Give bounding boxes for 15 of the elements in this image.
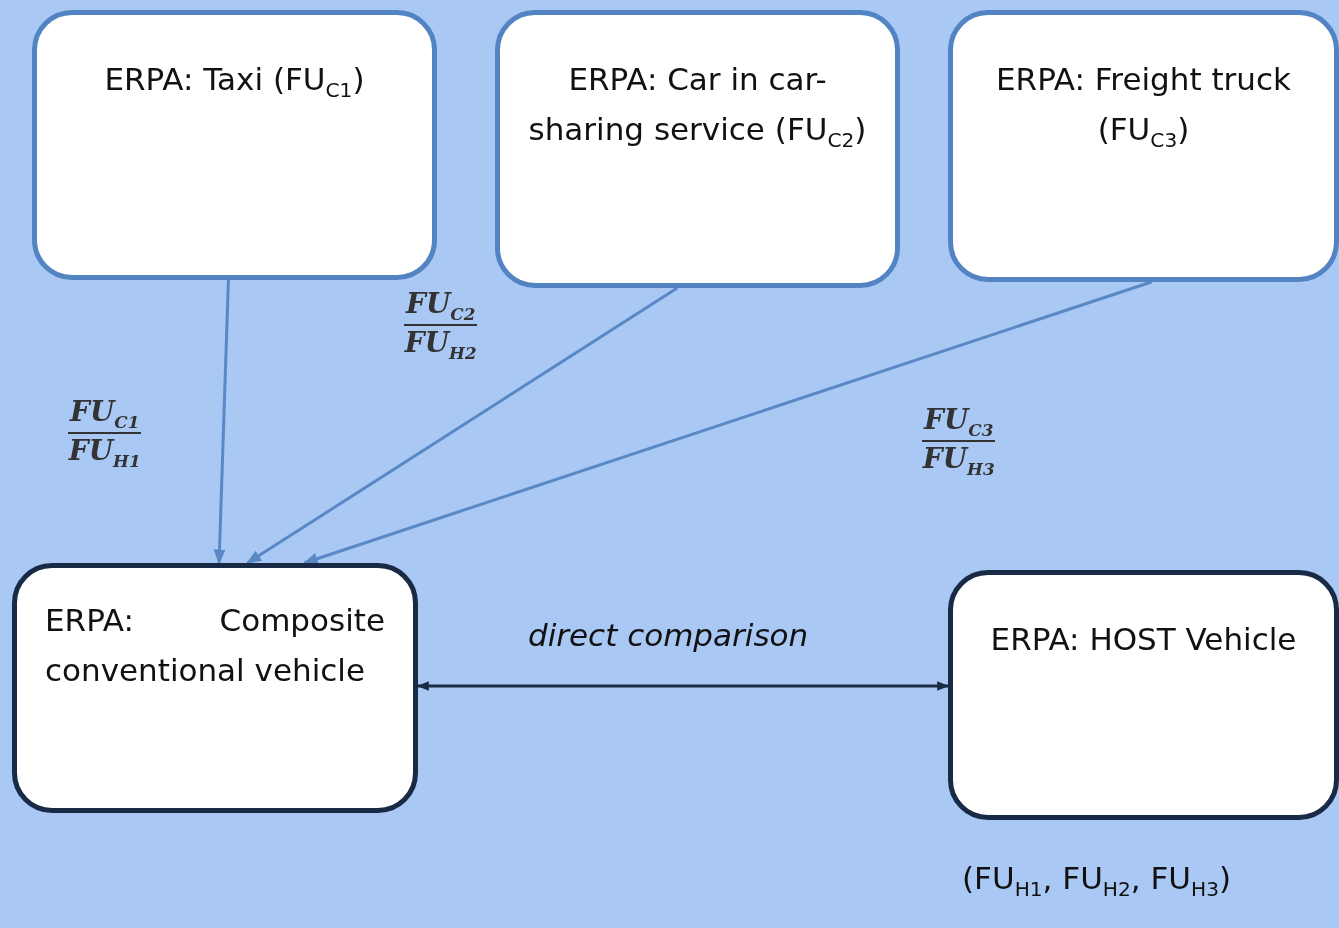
process-box	[948, 570, 1339, 820]
node-label: ERPA: Composite conventional vehicle	[45, 601, 385, 690]
process-box	[32, 10, 437, 280]
arrow	[416, 681, 950, 691]
process-box	[495, 10, 900, 288]
process-box	[12, 563, 418, 813]
node-caption: (FU$_{H1}$, FU$_{H2}$, FU$_{H3}$)	[962, 860, 1232, 902]
arrow	[302, 280, 1152, 565]
node-label: ERPA: Car in car-sharing service (FU$_{C2}$)	[528, 60, 867, 154]
arrow	[213, 279, 230, 565]
node-label: ERPA: Freight truck (FU$_{C3}$)	[995, 60, 1292, 154]
node-label: ERPA: Taxi (FU$_{C1}$)	[103, 60, 366, 105]
process-box	[948, 10, 1339, 282]
arrow	[246, 286, 679, 565]
node-label: ERPA: HOST Vehicle	[989, 620, 1298, 659]
